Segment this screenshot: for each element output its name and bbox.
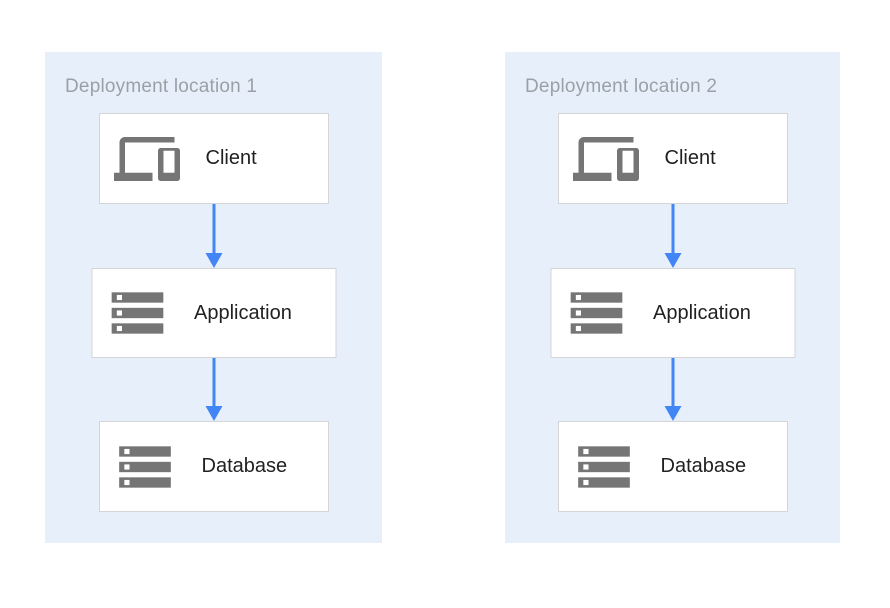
node-client: Client <box>557 113 788 204</box>
node-label: Application <box>653 301 751 324</box>
arrow-application-to-database <box>664 358 681 421</box>
storage-icon <box>573 436 635 498</box>
devices-icon <box>572 126 639 192</box>
storage-icon <box>114 436 176 498</box>
storage-icon <box>106 282 168 344</box>
node-label: Database <box>201 455 288 477</box>
node-client: Client <box>98 113 329 204</box>
node-database: Database <box>557 421 788 512</box>
arrow-client-to-application <box>205 204 222 268</box>
panel-title: Deployment location 1 <box>65 76 258 97</box>
node-database: Database <box>98 421 329 512</box>
node-application: Application <box>91 268 336 358</box>
arrow-client-to-application <box>664 204 681 268</box>
deployment-location-1-panel: Deployment location 1 Client Application <box>45 52 382 543</box>
node-application: Application <box>550 268 795 358</box>
arrow-application-to-database <box>205 358 222 421</box>
deployment-location-2-panel: Deployment location 2 Client Application <box>505 52 840 543</box>
node-label: Application <box>194 301 292 324</box>
node-label: Database <box>660 455 747 477</box>
storage-icon <box>565 282 627 344</box>
panel-title: Deployment location 2 <box>525 76 718 97</box>
devices-icon <box>113 126 180 192</box>
node-label: Client <box>205 147 257 169</box>
node-label: Client <box>664 147 716 169</box>
